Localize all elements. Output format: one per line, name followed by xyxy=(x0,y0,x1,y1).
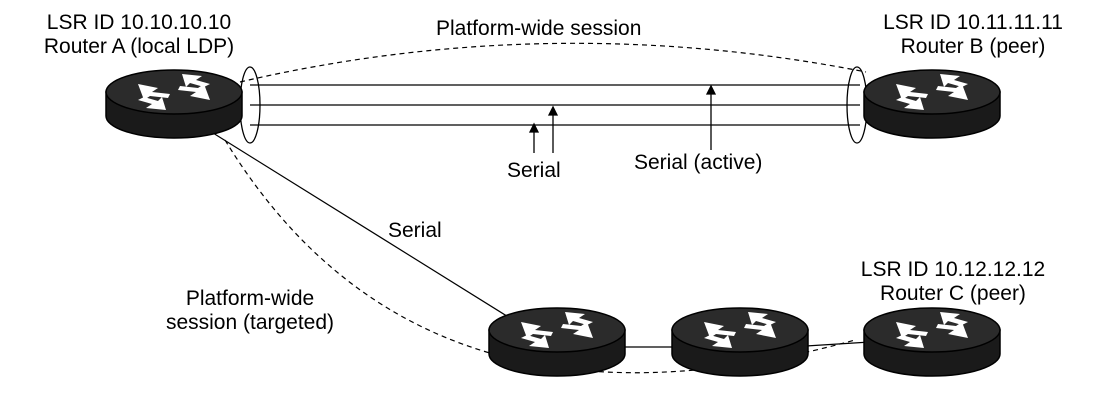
router-mid-2-icon xyxy=(671,307,809,377)
router-c-lsr-id: LSR ID 10.12.12.12 xyxy=(860,258,1046,281)
serial-diagonal-label: Serial xyxy=(388,219,442,242)
platform-session-arc xyxy=(239,42,867,83)
router-c-icon xyxy=(863,307,1001,377)
serial-label-left: Serial xyxy=(507,159,561,182)
router-c-name: Router C (peer) xyxy=(880,282,1026,305)
router-b-name: Router B (peer) xyxy=(900,35,1046,58)
router-a-icon xyxy=(105,69,243,139)
platform-session-label: Platform-wide session xyxy=(436,17,642,40)
serial-active-label: Serial (active) xyxy=(634,151,763,174)
serial-diagonal-link xyxy=(204,127,511,319)
targeted-session-label-2: session (targeted) xyxy=(165,311,335,334)
router-mid-1-icon xyxy=(488,307,626,377)
router-b-icon xyxy=(863,69,1001,139)
router-b-lsr-id: LSR ID 10.11.11.11 xyxy=(883,11,1063,34)
router-a-lsr-id: LSR ID 10.10.10.10 xyxy=(46,11,232,34)
targeted-session-label-1: Platform-wide xyxy=(185,287,315,310)
router-a-name: Router A (local LDP) xyxy=(43,35,235,58)
